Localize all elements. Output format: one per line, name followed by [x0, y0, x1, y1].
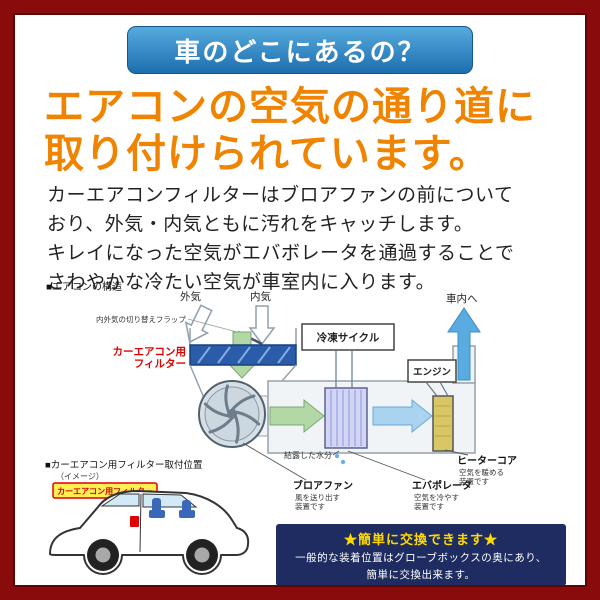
- evaporator-desc: 装置です: [414, 501, 444, 511]
- refrigeration-cycle-label: 冷凍サイクル: [317, 331, 380, 344]
- body-text: カーエアコンフィルターはブロアファンの前について おり、外気・内気ともに汚れをキ…: [47, 181, 514, 297]
- car-illustration: [49, 490, 250, 575]
- header-banner: 車のどこにあるの？: [127, 26, 473, 74]
- note-line: 簡単に交換出来ます。: [366, 568, 476, 581]
- note-line: 一般的な装着位置はグローブボックスの奥にあり、: [295, 551, 547, 564]
- engine-pipes: [425, 381, 449, 397]
- heater-core-fins: [435, 405, 451, 437]
- refrigeration-pipes: [335, 350, 353, 388]
- fan-blades: [203, 384, 261, 444]
- structure-section-title: ■エアコンの構造: [46, 280, 122, 293]
- heater-core: [432, 395, 454, 452]
- replacement-note-box: ★簡単に交換できます★ 一般的な装着位置はグローブボックスの奥にあり、 簡単に交…: [276, 524, 566, 586]
- evaporator-label: エバポレータ: [412, 479, 472, 492]
- filter-hatch: [197, 346, 291, 364]
- to-cabin-label: 車内へ: [446, 292, 478, 305]
- filter-position-marker: [130, 516, 139, 527]
- cabin-filter-label-2: フィルター: [134, 358, 186, 370]
- blower-fan-leader: [242, 442, 307, 481]
- body-line: キレイになった空気がエバボレータを通過することで: [47, 243, 515, 264]
- car-front-hub: [95, 547, 111, 563]
- inside-air-arrow: [248, 305, 276, 346]
- mount-position-title: ■カーエアコン用フィルター取付位置: [45, 459, 203, 471]
- heater-core-leader: [444, 449, 469, 456]
- cabin-filter-label-1: カーエアコン用: [113, 346, 187, 358]
- cold-flow-arrow: [372, 398, 433, 434]
- heater-core-desc: 空気を暖める: [459, 467, 504, 477]
- headline-line-1: エアコンの空気の通り道に: [44, 85, 536, 129]
- warm-flow-arrow: [269, 398, 325, 434]
- engine-box: [407, 359, 457, 383]
- body-line: さわやかな冷たい空気が車室内に入ります。: [47, 272, 436, 293]
- evaporator-desc: 空気を冷やす: [414, 492, 459, 502]
- blower-fan-desc: 風を送り出す: [295, 492, 340, 502]
- blower-fan-label: ブロアファン: [293, 479, 353, 492]
- ac-structure-diagram: ■エアコンの構造 外気 内気 内外気の切り替えフラップ カーエアコン用 フィルタ…: [45, 280, 517, 575]
- body-line: おり、外気・内気ともに汚れをキャッチします。: [47, 214, 474, 235]
- note-title: ★簡単に交換できます★: [343, 531, 498, 547]
- condensation-drop: [340, 459, 346, 465]
- car-door-line: [139, 493, 142, 553]
- evaporator: [324, 387, 368, 449]
- header-title: 車のどこにあるの？: [174, 36, 426, 67]
- outside-air-arrow: [184, 304, 213, 344]
- car-front-window: [100, 493, 140, 507]
- headline: エアコンの空気の通り道に 取り付けられています。: [44, 84, 536, 178]
- plenum-walls: [189, 328, 297, 345]
- car-seat: [149, 498, 195, 518]
- car-rear-hub: [194, 547, 210, 563]
- cabin-up-arrow: [447, 307, 481, 381]
- filter-tag-label: カーエアコン用フィルター: [57, 486, 153, 496]
- outside-air-label: 外気: [180, 290, 201, 303]
- evaporator-leader: [347, 450, 426, 481]
- condensation-drop: [334, 453, 340, 459]
- blower-fan: [198, 380, 266, 448]
- headline-line-2: 取り付けられています。: [44, 131, 490, 176]
- condensation-label: 結露した水分: [284, 450, 332, 460]
- refrigeration-cycle-box: [301, 323, 395, 351]
- condensation-leader: [332, 450, 340, 456]
- blower-fan-desc: 装置です: [295, 501, 325, 511]
- flap-leader-line: [187, 318, 238, 333]
- flap-label: 内外気の切り替えフラップ: [96, 314, 186, 324]
- mount-position-subtitle: （イメージ）: [56, 472, 104, 481]
- heater-core-label: ヒーターコア: [457, 455, 517, 467]
- body-line: カーエアコンフィルターはブロアファンの前について: [47, 185, 514, 206]
- evaporator-fins: [330, 390, 362, 446]
- heater-core-desc: 装置です: [459, 476, 489, 486]
- engine-label: エンジン: [413, 367, 451, 378]
- inside-air-label: 内気: [250, 290, 271, 303]
